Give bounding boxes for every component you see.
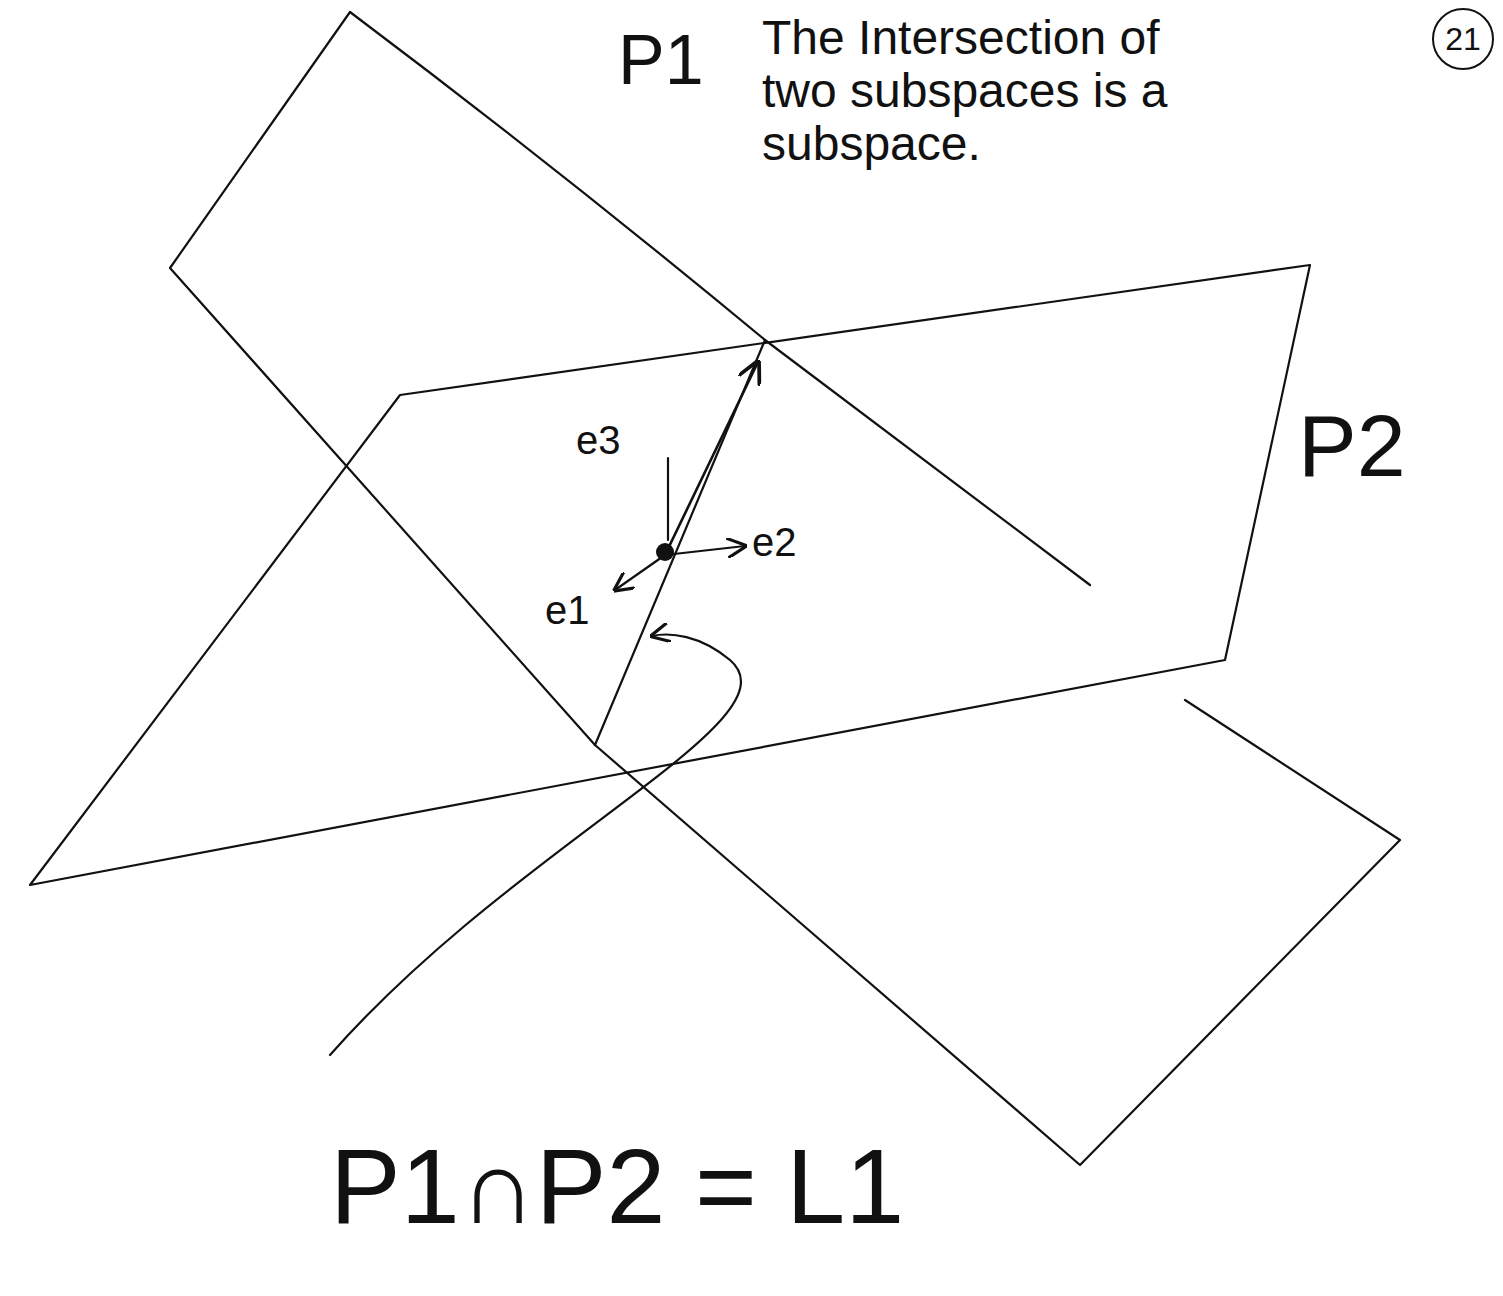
plane-label: P2 [1298,398,1406,495]
vector-label: e1 [545,588,590,632]
origin-dot [656,543,674,561]
page-number: 21 [1445,21,1481,58]
plane-p1-lower [595,700,1400,1165]
plane-p2 [30,265,1310,885]
intersection-formula: P1∩P2 = L1 [330,1128,904,1245]
leader-arrow [330,635,741,1055]
vector-e3-tick [667,458,669,540]
vector-e2 [665,546,745,555]
vector-e1 [615,555,665,590]
plane-label: P1 [618,22,704,99]
vector-label: e3 [576,418,621,462]
page-number-circle: 21 [1432,8,1494,70]
vector-e3 [665,362,758,555]
intersection-line [595,340,765,745]
vector-label: e2 [752,520,797,564]
heading-note: The Intersection of two subspaces is a s… [762,12,1182,170]
